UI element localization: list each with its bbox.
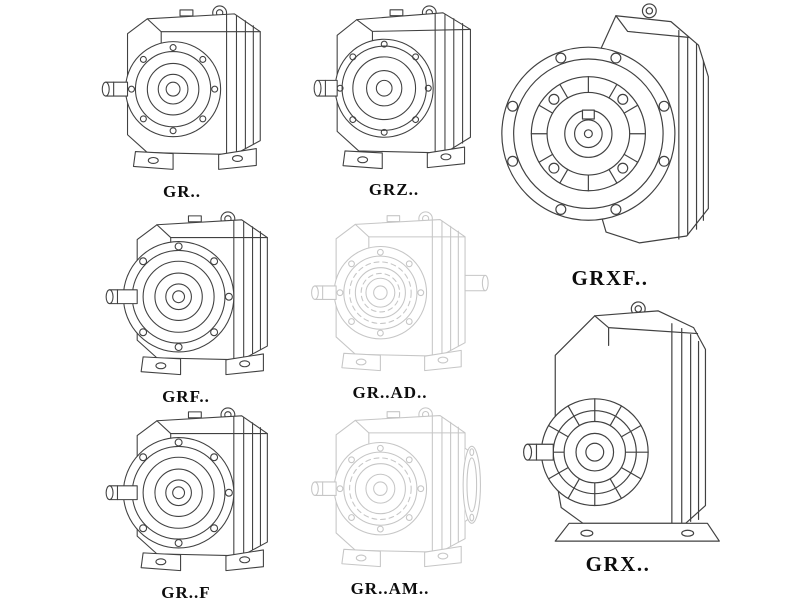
gr-am-motor-flange: [349, 445, 481, 524]
gr-ad-lineart: [311, 211, 466, 372]
gear-reducer-flange-front-drawing: [501, 3, 709, 244]
model-label-gr-am: GR..AM..: [350, 579, 430, 599]
model-figure-grx: GRX..: [492, 298, 744, 577]
grz-lineart: [313, 5, 471, 170]
gr-f-lineart: [105, 407, 268, 572]
gear-reducer-input-adapter-ghost-drawing: [311, 211, 489, 372]
model-figure-grz: GRZ..: [296, 2, 492, 200]
model-label-grf: GRF..: [162, 387, 210, 407]
model-label-grz: GRZ..: [368, 180, 420, 200]
model-label-grx: GRX..: [585, 552, 651, 576]
gear-reducer-foot-drawing: [101, 5, 261, 170]
model-figure-gr-f: GR..F: [80, 404, 292, 600]
model-figure-gr: GR..: [78, 2, 286, 202]
gear-reducer-flange-foot-drawing-2: [105, 407, 268, 572]
grx-lineart: [523, 301, 720, 542]
model-figure-gr-ad: GR..AD..: [288, 208, 492, 403]
gr-am-lineart: [311, 407, 466, 568]
gear-reducer-flange-foot-drawing: [105, 211, 268, 376]
gr-lineart: [101, 5, 261, 170]
model-label-gr: GR..: [163, 182, 201, 202]
gr-ad-adapter-shaft: [349, 261, 489, 324]
gear-reducer-large-foot-drawing: [523, 301, 720, 542]
model-figure-gr-am: GR..AM..: [288, 404, 492, 599]
model-label-grxf: GRXF..: [571, 265, 649, 290]
grf-lineart: [105, 211, 268, 376]
gear-reducer-motor-flange-ghost-drawing: [311, 407, 481, 568]
model-figure-grxf: GRXF..: [492, 0, 728, 291]
model-label-gr-ad: GR..AD..: [352, 383, 428, 403]
gear-reducer-foot-z-drawing: [313, 5, 471, 170]
model-figure-grf: GRF..: [80, 208, 292, 407]
grxf-lineart: [501, 3, 709, 244]
model-label-gr-f: GR..F: [161, 583, 211, 600]
